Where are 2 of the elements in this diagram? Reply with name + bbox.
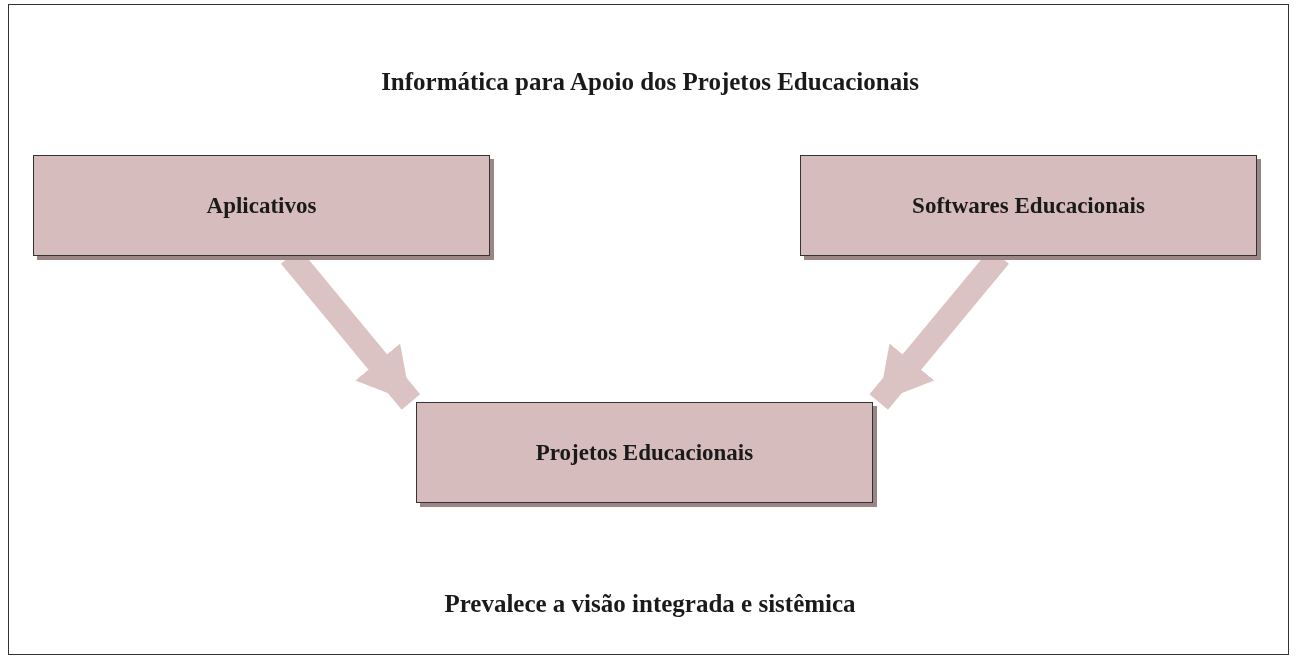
diagram-title: Informática para Apoio dos Projetos Educacionais — [381, 68, 919, 95]
diagram-caption: Prevalece a visão integrada e sistêmica — [444, 590, 856, 617]
